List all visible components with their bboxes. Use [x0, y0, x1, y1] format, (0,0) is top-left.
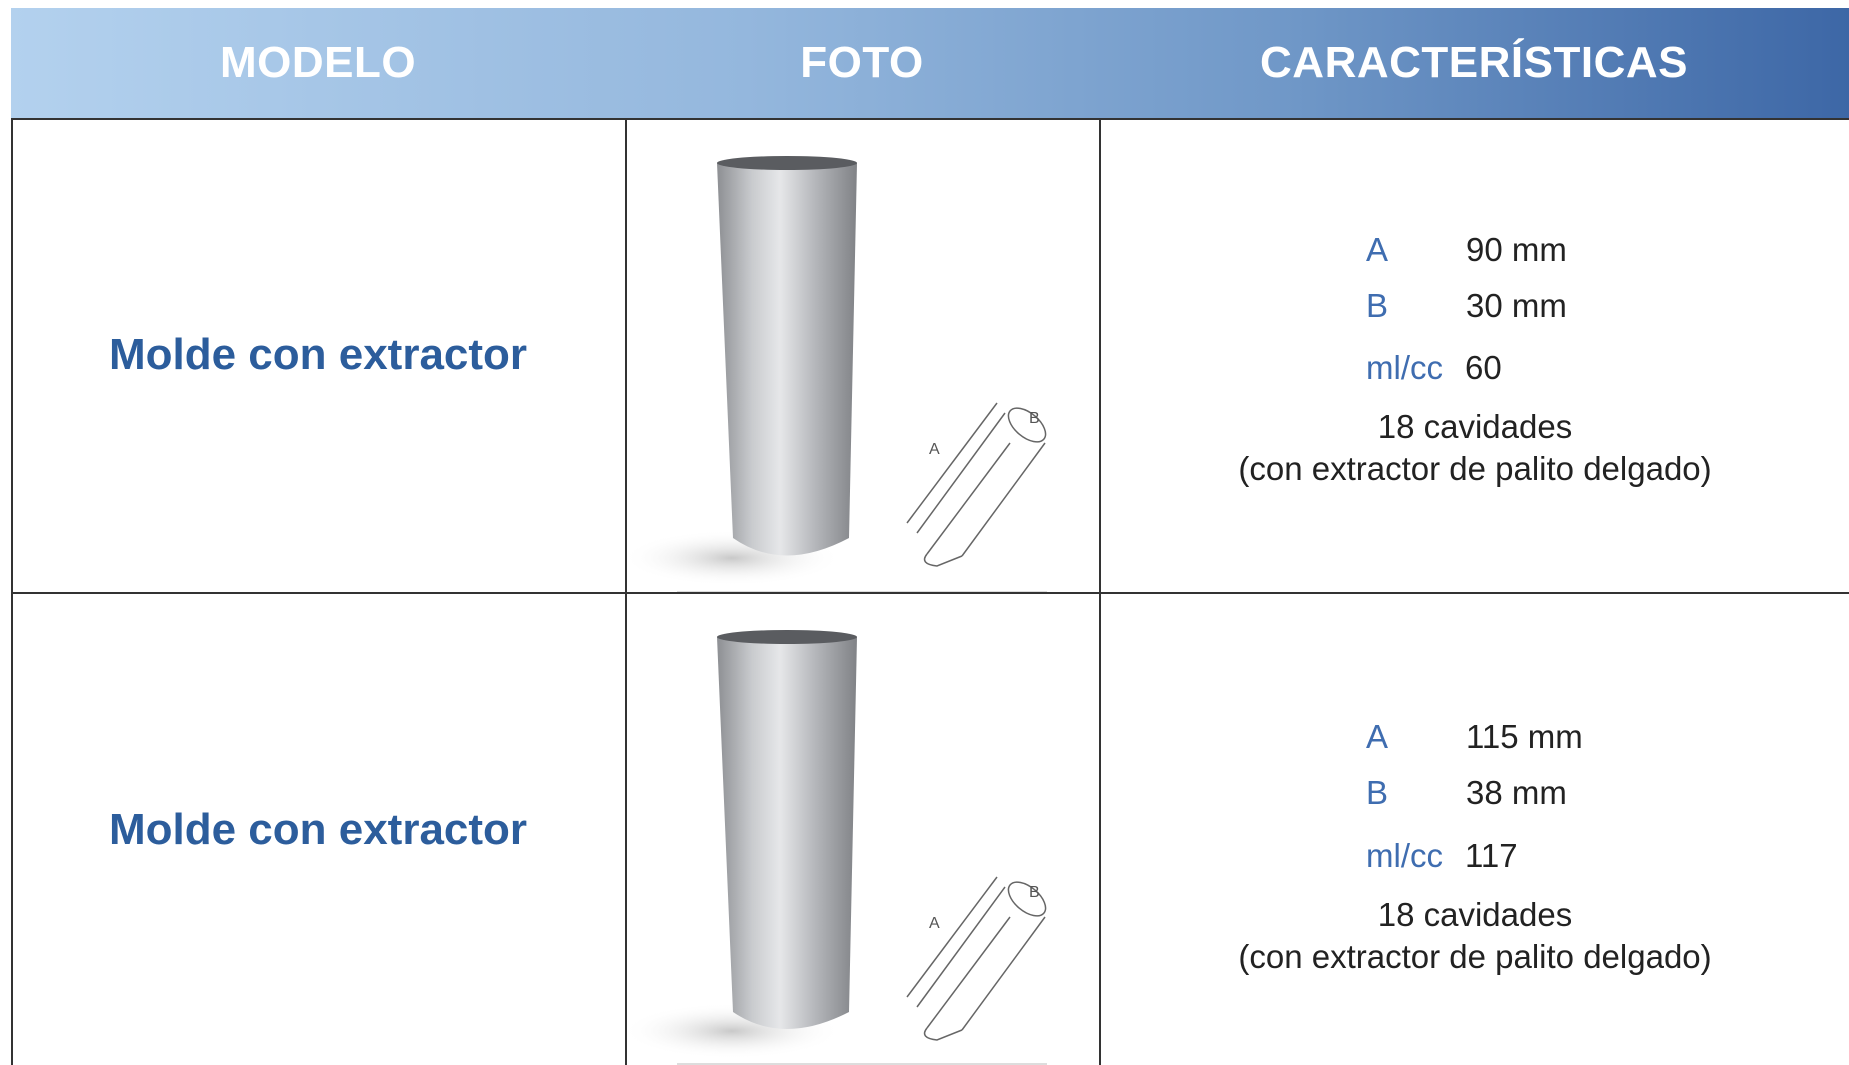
product-table: MODELO FOTO CARACTERÍSTICAS Molde con ex… [11, 8, 1849, 1065]
spec-row-b: B 38 mm [1366, 774, 1567, 812]
table-header: MODELO FOTO CARACTERÍSTICAS [11, 8, 1849, 120]
specs-cell: A 90 mm B 30 mm ml/cc 60 18 cavidades (con … [1101, 118, 1849, 592]
header-foto: FOTO [800, 38, 924, 87]
cavities-text: 18 cavidades [1377, 408, 1573, 445]
spec-row-a: A 115 mm [1366, 718, 1583, 756]
spec-value: 115 mm [1466, 718, 1583, 755]
spec-value: 30 mm [1466, 287, 1567, 324]
table-row: Molde con extractor [11, 118, 1849, 594]
model-name: Molde con extractor [108, 804, 528, 854]
spec-value: 60 [1465, 349, 1502, 386]
specs-cell: A 115 mm B 38 mm ml/cc 117 18 cavidades (co… [1101, 594, 1849, 1065]
product-photo: A B [627, 594, 1099, 1065]
spec-key: B [1366, 287, 1389, 324]
spec-row-b: B 30 mm [1366, 287, 1567, 325]
header-caracteristicas: CARACTERÍSTICAS [1260, 38, 1688, 87]
column-divider [11, 118, 13, 1065]
spec-key: B [1366, 774, 1389, 811]
cylinder-mold-icon: A B [627, 156, 1047, 592]
column-divider [1099, 118, 1101, 1065]
spec-row-mlcc: ml/cc 60 [1366, 349, 1502, 387]
cavities-text: 18 cavidades [1377, 896, 1573, 933]
diagram-label-b: B [1029, 884, 1040, 901]
header-modelo: MODELO [219, 38, 417, 87]
spec-row-a: A 90 mm [1366, 231, 1567, 269]
diagram-label-a: A [929, 915, 940, 932]
extractor-note: (con extractor de palito delgado) [1238, 938, 1712, 975]
model-name: Molde con extractor [108, 330, 528, 379]
spec-row-mlcc: ml/cc 117 [1366, 837, 1518, 875]
product-photo: A B [627, 118, 1099, 592]
spec-value: 117 [1465, 837, 1518, 874]
spec-key: A [1366, 231, 1389, 268]
spec-value: 90 mm [1466, 231, 1567, 268]
cylinder-mold-icon: A B [627, 630, 1047, 1065]
extractor-note: (con extractor de palito delgado) [1238, 450, 1712, 487]
table-row: Molde con extractor [11, 594, 1849, 1065]
spec-key: A [1366, 718, 1389, 755]
diagram-label-b: B [1029, 410, 1040, 427]
spec-value: 38 mm [1466, 774, 1567, 811]
spec-key: ml/cc [1366, 349, 1443, 386]
column-divider [625, 118, 627, 1065]
spec-key: ml/cc [1366, 837, 1443, 874]
diagram-label-a: A [929, 441, 940, 458]
